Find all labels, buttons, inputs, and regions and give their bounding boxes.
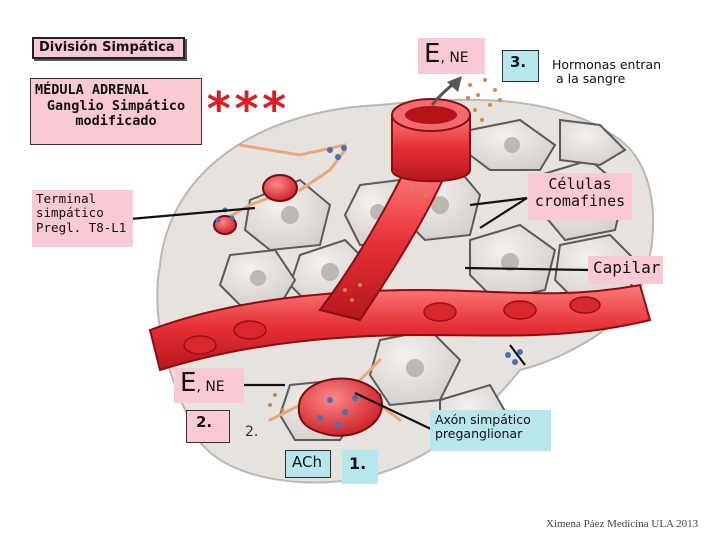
adrenal-line3: modificado bbox=[75, 113, 157, 130]
capillary-label-box: Capilar bbox=[588, 256, 663, 284]
axon-line2: preganglionar bbox=[435, 426, 523, 442]
ach-label: ACh bbox=[292, 453, 322, 471]
axon-line1: Axón simpático bbox=[435, 412, 531, 427]
chromaffin-label-box: Células cromafines bbox=[528, 173, 632, 220]
adrenal-line1: MÉDULA ADRENAL bbox=[35, 82, 149, 98]
chromaffin-line2: cromafines bbox=[534, 192, 626, 211]
cut-vessel-cylinder bbox=[391, 98, 471, 183]
division-title: División Simpática bbox=[39, 40, 175, 55]
stars-marker: *** bbox=[205, 82, 288, 136]
terminal-line2: simpático bbox=[36, 205, 104, 221]
step2-box: 2. bbox=[186, 410, 230, 443]
hormones-label: Hormonas entran a la sangre bbox=[552, 57, 672, 87]
secretion-granules bbox=[268, 78, 502, 412]
hormones-line2: a la sangre bbox=[556, 71, 626, 87]
capillary-label: Capilar bbox=[593, 258, 661, 277]
terminal-label-box: Terminal simpático Pregl. T8-L1 bbox=[32, 190, 133, 247]
chromaffin-line1: Células bbox=[548, 175, 612, 193]
bottom-e-label: E bbox=[180, 368, 197, 398]
synaptic-vesicles bbox=[215, 145, 523, 428]
step1-label: 1. bbox=[349, 454, 367, 473]
ach-box: ACh bbox=[285, 450, 331, 478]
axon-label-box: Axón simpático preganglionar bbox=[430, 410, 551, 451]
bottom-e-ne-box: E, NE bbox=[174, 368, 244, 403]
step1-box: 1. bbox=[342, 450, 378, 484]
top-e-ne-box: E, NE bbox=[418, 38, 485, 74]
bottom-ne-label: , NE bbox=[196, 379, 225, 395]
division-title-box: División Simpática bbox=[32, 37, 185, 59]
terminal-line1: Terminal bbox=[36, 191, 97, 206]
step3-label: 3. bbox=[510, 53, 527, 71]
step3-box: 3. bbox=[502, 50, 539, 82]
adrenal-label-box: MÉDULA ADRENAL Ganglio Simpático modific… bbox=[30, 78, 202, 145]
step2-plain-label: 2. bbox=[245, 424, 259, 440]
ganglion-cells bbox=[213, 174, 383, 437]
step2-box-label: 2. bbox=[196, 413, 213, 431]
adrenal-line2: Ganglio Simpático bbox=[46, 97, 186, 114]
red-blood-cells bbox=[183, 296, 601, 355]
leader-lines bbox=[129, 196, 591, 431]
terminal-line3: Pregl. T8-L1 bbox=[36, 219, 127, 235]
top-e-label: E bbox=[424, 39, 441, 69]
top-ne-label: , NE bbox=[440, 50, 469, 66]
hormones-line1: Hormonas entran bbox=[552, 57, 662, 72]
credit-text: Ximena Páez Medicina ULA 2013 bbox=[546, 518, 699, 530]
hormone-release-arrow bbox=[430, 76, 462, 106]
